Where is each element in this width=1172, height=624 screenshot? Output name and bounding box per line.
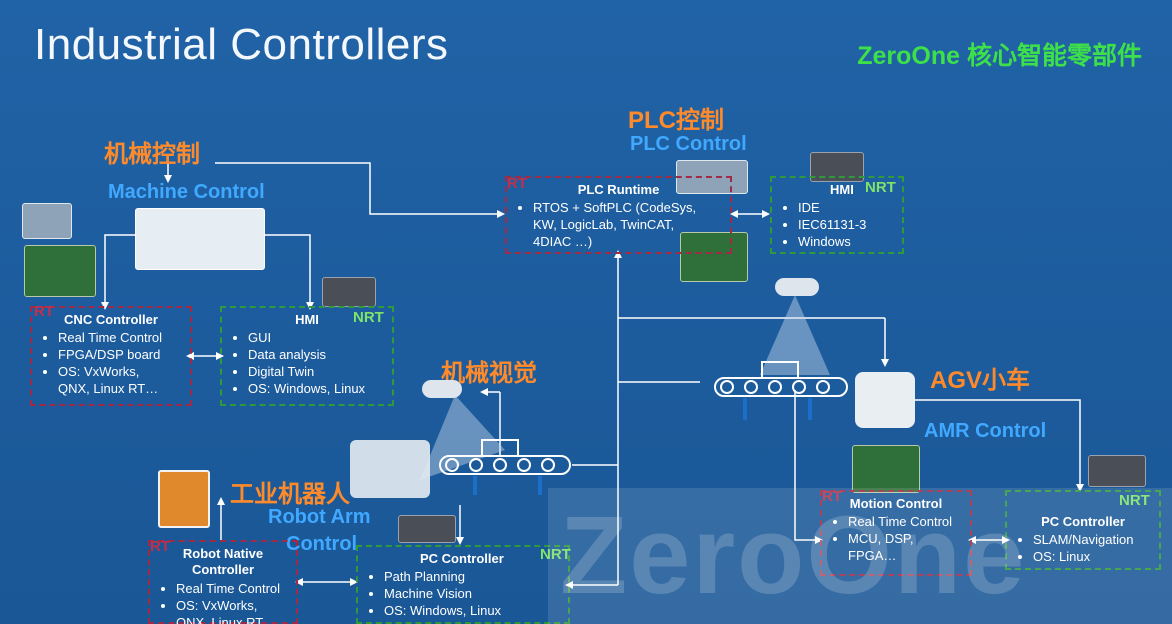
industrial-pc-icon xyxy=(398,515,456,543)
box-title-line: Controller xyxy=(191,562,255,577)
rt-tag: RT xyxy=(34,303,54,320)
list-item: Path Planning xyxy=(384,568,560,585)
robot-control-en-label: Control xyxy=(286,533,358,555)
amr-robot-icon xyxy=(855,372,915,428)
circuit-board-icon xyxy=(24,245,96,297)
motion-control-box: Motion Control Real Time Control MCU, DS… xyxy=(820,490,972,576)
box-title: CNC Controller xyxy=(64,312,158,327)
list-item: Machine Vision xyxy=(384,585,560,602)
list-item: SLAM/Navigation xyxy=(1033,531,1151,548)
plc-runtime-box: PLC Runtime RTOS + SoftPLC (CodeSys, KW,… xyxy=(505,176,732,254)
list-item: OS: Windows, Linux xyxy=(248,380,384,397)
list-item: FPGA/DSP board xyxy=(58,346,182,363)
list-item: QNX, Linux RT… xyxy=(176,615,277,624)
camera-icon xyxy=(422,380,462,398)
list-item: FPGA… xyxy=(848,548,897,563)
hmi-machine-box: HMI GUI Data analysis Digital Twin OS: W… xyxy=(220,306,394,406)
nrt-tag: NRT xyxy=(353,309,384,326)
box-title: Motion Control xyxy=(849,496,943,511)
cnc-controller-box: CNC Controller Real Time Control FPGA/DS… xyxy=(30,306,192,406)
box-title-line: Robot Native xyxy=(182,546,264,561)
box-title: PC Controller xyxy=(1041,514,1125,529)
rt-tag: RT xyxy=(507,175,527,192)
list-item: OS: VxWorks, xyxy=(58,363,182,380)
agv-cn-label: AGV小车 xyxy=(930,367,1031,394)
nrt-tag: NRT xyxy=(1119,492,1150,509)
pc-controller-robot-box: PC Controller Path Planning Machine Visi… xyxy=(356,545,570,624)
industrial-robot-cn-label: 工业机器人 xyxy=(230,481,350,508)
list-item: GUI xyxy=(248,329,384,346)
list-item: IDE xyxy=(798,199,894,216)
list-item: KW, LogicLab, TwinCAT, xyxy=(533,217,675,232)
circuit-board-icon xyxy=(680,232,748,282)
circuit-board-icon xyxy=(852,445,920,493)
plc-rack-icon xyxy=(22,203,72,239)
brand-label: ZeroOne 核心智能零部件 xyxy=(857,42,1142,70)
list-item: MCU, DSP, xyxy=(848,530,962,547)
nrt-tag: NRT xyxy=(540,546,571,563)
list-item: RTOS + SoftPLC (CodeSys, xyxy=(533,199,722,216)
list-item: Digital Twin xyxy=(248,363,384,380)
list-item: QNX, Linux RT… xyxy=(58,381,159,396)
robot-native-controller-box: Robot Native Controller Real Time Contro… xyxy=(148,540,298,624)
machine-control-cn-label: 机械控制 xyxy=(104,141,200,168)
list-item: Real Time Control xyxy=(58,329,182,346)
robot-arm-en-label: Robot Arm xyxy=(268,506,371,528)
industrial-pc-icon xyxy=(322,277,376,307)
list-item: Windows xyxy=(798,233,894,250)
rt-tag: RT xyxy=(150,538,170,555)
box-title: Robot Native Controller xyxy=(158,546,288,578)
box-title: PC Controller xyxy=(420,551,504,566)
cnc-machine-icon xyxy=(135,208,265,270)
pc-controller-amr-box: PC Controller SLAM/Navigation OS: Linux xyxy=(1005,490,1161,570)
box-title: HMI xyxy=(830,182,854,197)
watermark-panel xyxy=(548,488,1172,624)
robot-controller-cabinet-icon xyxy=(158,470,210,528)
box-title: HMI xyxy=(295,312,319,327)
rt-tag: RT xyxy=(822,488,842,505)
plc-control-en-label: PLC Control xyxy=(630,133,747,155)
list-item: Real Time Control xyxy=(176,580,288,597)
list-item: 4DIAC …) xyxy=(533,234,593,249)
list-item: OS: Windows, Linux xyxy=(384,602,560,619)
machine-control-en-label: Machine Control xyxy=(108,181,265,203)
list-item: Data analysis xyxy=(248,346,384,363)
list-item: OS: VxWorks, xyxy=(176,597,288,614)
plc-control-cn-label: PLC控制 xyxy=(628,107,724,134)
watermark-text: ZeroOne xyxy=(560,494,1027,617)
robot-arm-icon xyxy=(350,440,430,498)
list-item: Real Time Control xyxy=(848,513,962,530)
list-item: OS: Linux xyxy=(1033,548,1151,565)
box-title: PLC Runtime xyxy=(577,182,660,197)
hmi-plc-box: HMI IDE IEC61131-3 Windows xyxy=(770,176,904,254)
industrial-pc-icon xyxy=(1088,455,1146,487)
camera-icon xyxy=(775,278,819,296)
list-item: IEC61131-3 xyxy=(798,216,894,233)
page-title: Industrial Controllers xyxy=(34,20,449,69)
amr-control-en-label: AMR Control xyxy=(924,420,1047,442)
nrt-tag: NRT xyxy=(865,179,896,196)
